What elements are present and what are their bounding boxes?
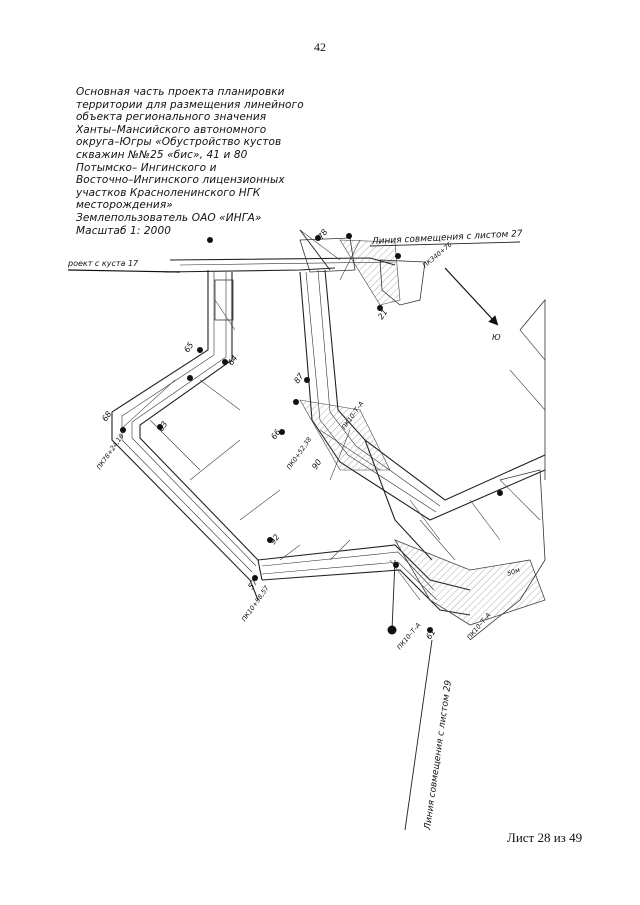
node-label: 65 [182,341,195,355]
picket-label: ПК10–Т–А [395,621,422,651]
caption-line: территории для размещения линейного [76,98,304,111]
picket-label: ПК10+98,57 [240,584,271,624]
survey-points [120,233,503,635]
survey-point [267,537,273,543]
survey-line [299,229,396,631]
survey-point [207,237,213,243]
north-arrow: Ю [444,267,501,342]
survey-point [427,627,433,633]
caption-line: Основная часть проекта планировки [76,86,285,98]
project-line-17-label: роект с куста 17 [67,259,139,268]
survey-point [497,490,503,496]
caption-line: участков Красноленинского НГК [76,186,261,199]
node-label: 92 [268,533,281,547]
survey-point [393,562,399,568]
survey-point [252,575,258,581]
combination-line-29: Линия совмещения с листом 29 [404,639,454,831]
caption-line: Восточно–Ингинского лицензионных [76,174,285,187]
survey-point [197,347,203,353]
caption-line: Потымско– Ингинского и [76,161,217,174]
survey-point [315,235,321,241]
survey-point [377,305,383,311]
survey-point [279,429,285,435]
caption-line: скважин №№25 «бис», 41 и 80 [76,148,248,161]
picket-label: ПК0+52,38 [285,436,313,471]
node-label: 64 [226,354,239,368]
node-label: 87 [292,371,306,385]
survey-point [395,253,401,259]
hatched-zone [299,239,546,626]
sheet-counter: Лист 28 из 49 [507,830,583,845]
node-label: 90 [310,458,323,472]
node-label: 63 [156,420,169,434]
survey-point [222,359,228,365]
project-line-17: роект с куста 17 [67,259,181,273]
north-arrow-label: Ю [492,333,501,342]
survey-point [120,427,126,433]
survey-point [304,377,310,383]
caption-line: месторождения» [76,199,173,212]
survey-point [157,424,163,430]
survey-point [187,375,193,381]
caption-line: объекта регионального значения [76,111,267,124]
combination-line-29-label: Линия совмещения с листом 29 [423,679,454,831]
caption-line: Ханты–Мансийского автономного [76,123,267,136]
caption-line: округа–Югры «Обустройство кустов [76,136,282,149]
caption-line: Масштаб 1: 2000 [76,224,172,237]
map-caption: Основная часть проекта планировки террит… [76,86,316,237]
survey-point [346,233,352,239]
caption-line: Землепользователь ОАО «ИНГА» [76,211,262,224]
site-boundaries [214,237,546,641]
survey-point [293,399,299,405]
survey-point [387,625,397,635]
node-label: 61 [424,628,437,642]
page-number: 42 [314,40,326,54]
picket-label: ПК78+24,18 [95,432,126,471]
